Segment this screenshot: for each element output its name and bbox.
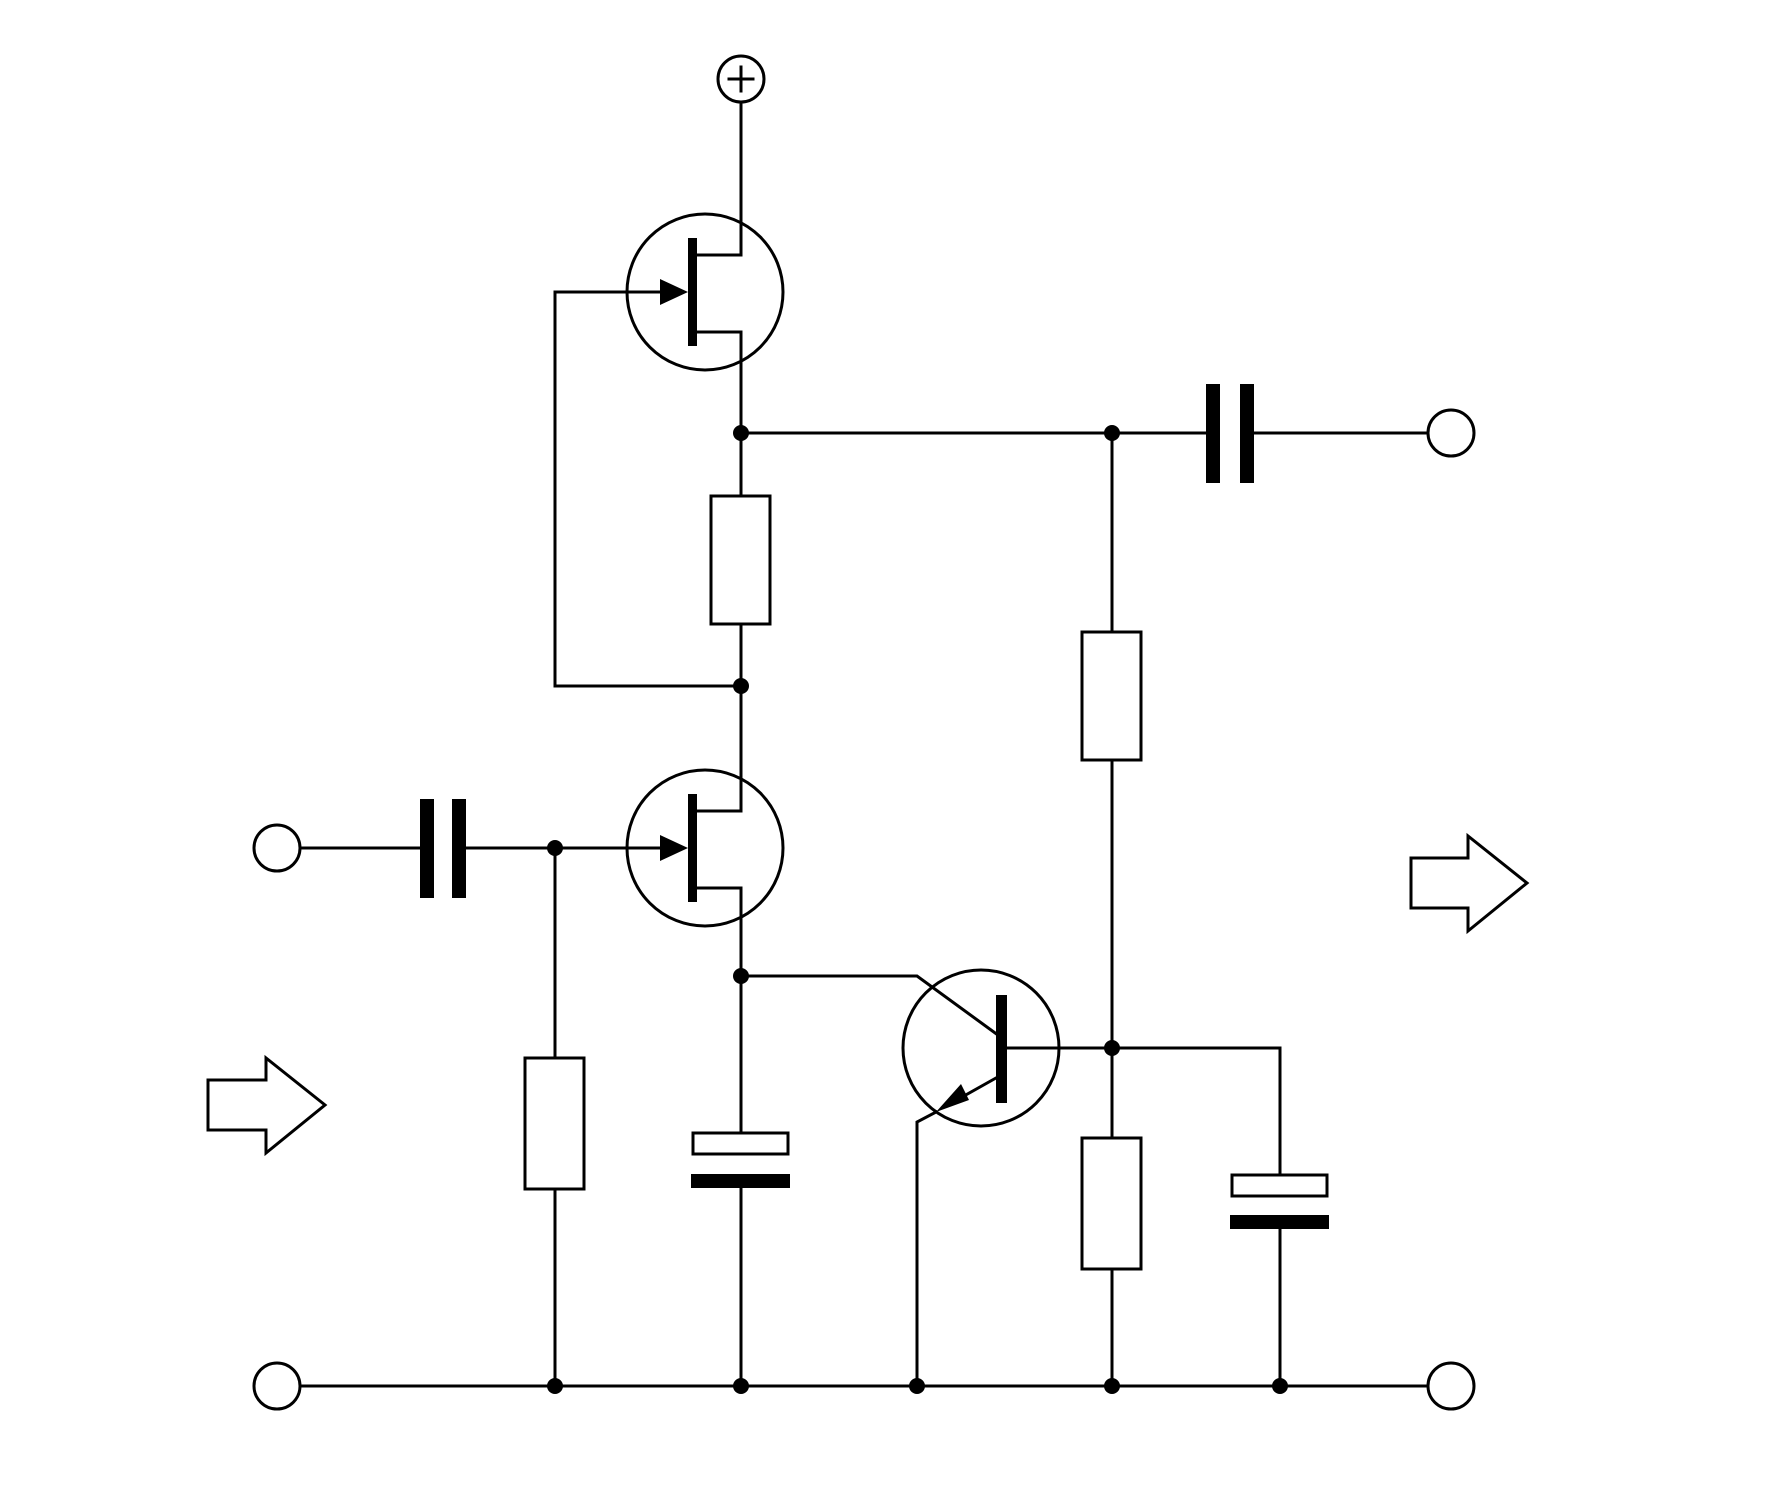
junction-dot	[733, 678, 749, 694]
input-flow-arrow	[206, 1054, 328, 1157]
drain-resistor[interactable]	[709, 494, 772, 626]
junction-dot	[1272, 1378, 1288, 1394]
bipolar-transistor[interactable]	[901, 968, 1114, 1388]
bypass-electrolytic-capacitor[interactable]	[1230, 1173, 1329, 1229]
emitter-arrow	[936, 1084, 969, 1112]
feedback-wire	[553, 290, 743, 688]
input-capacitor[interactable]	[420, 799, 466, 898]
junction-dot	[547, 1378, 563, 1394]
collector-resistor[interactable]	[1080, 630, 1143, 762]
supply-terminal[interactable]: +	[716, 54, 766, 104]
output-flow-arrow	[1409, 832, 1530, 935]
junction-dot	[733, 1378, 749, 1394]
lower-jfet[interactable]	[625, 768, 785, 978]
ground-terminal-right[interactable]	[1426, 1361, 1476, 1411]
input-terminal[interactable]	[252, 823, 302, 873]
output-capacitor[interactable]	[1206, 384, 1254, 483]
source-electrolytic-capacitor[interactable]	[691, 1131, 790, 1188]
gate-resistor[interactable]	[523, 1056, 586, 1191]
upper-jfet-gate-arrow	[660, 279, 688, 305]
output-terminal[interactable]	[1426, 408, 1476, 458]
junction-dot	[909, 1378, 925, 1394]
lower-jfet-gate-arrow	[660, 835, 688, 861]
junction-dot	[1104, 1378, 1120, 1394]
ground-terminal-left[interactable]	[252, 1361, 302, 1411]
emitter-resistor[interactable]	[1080, 1136, 1143, 1271]
